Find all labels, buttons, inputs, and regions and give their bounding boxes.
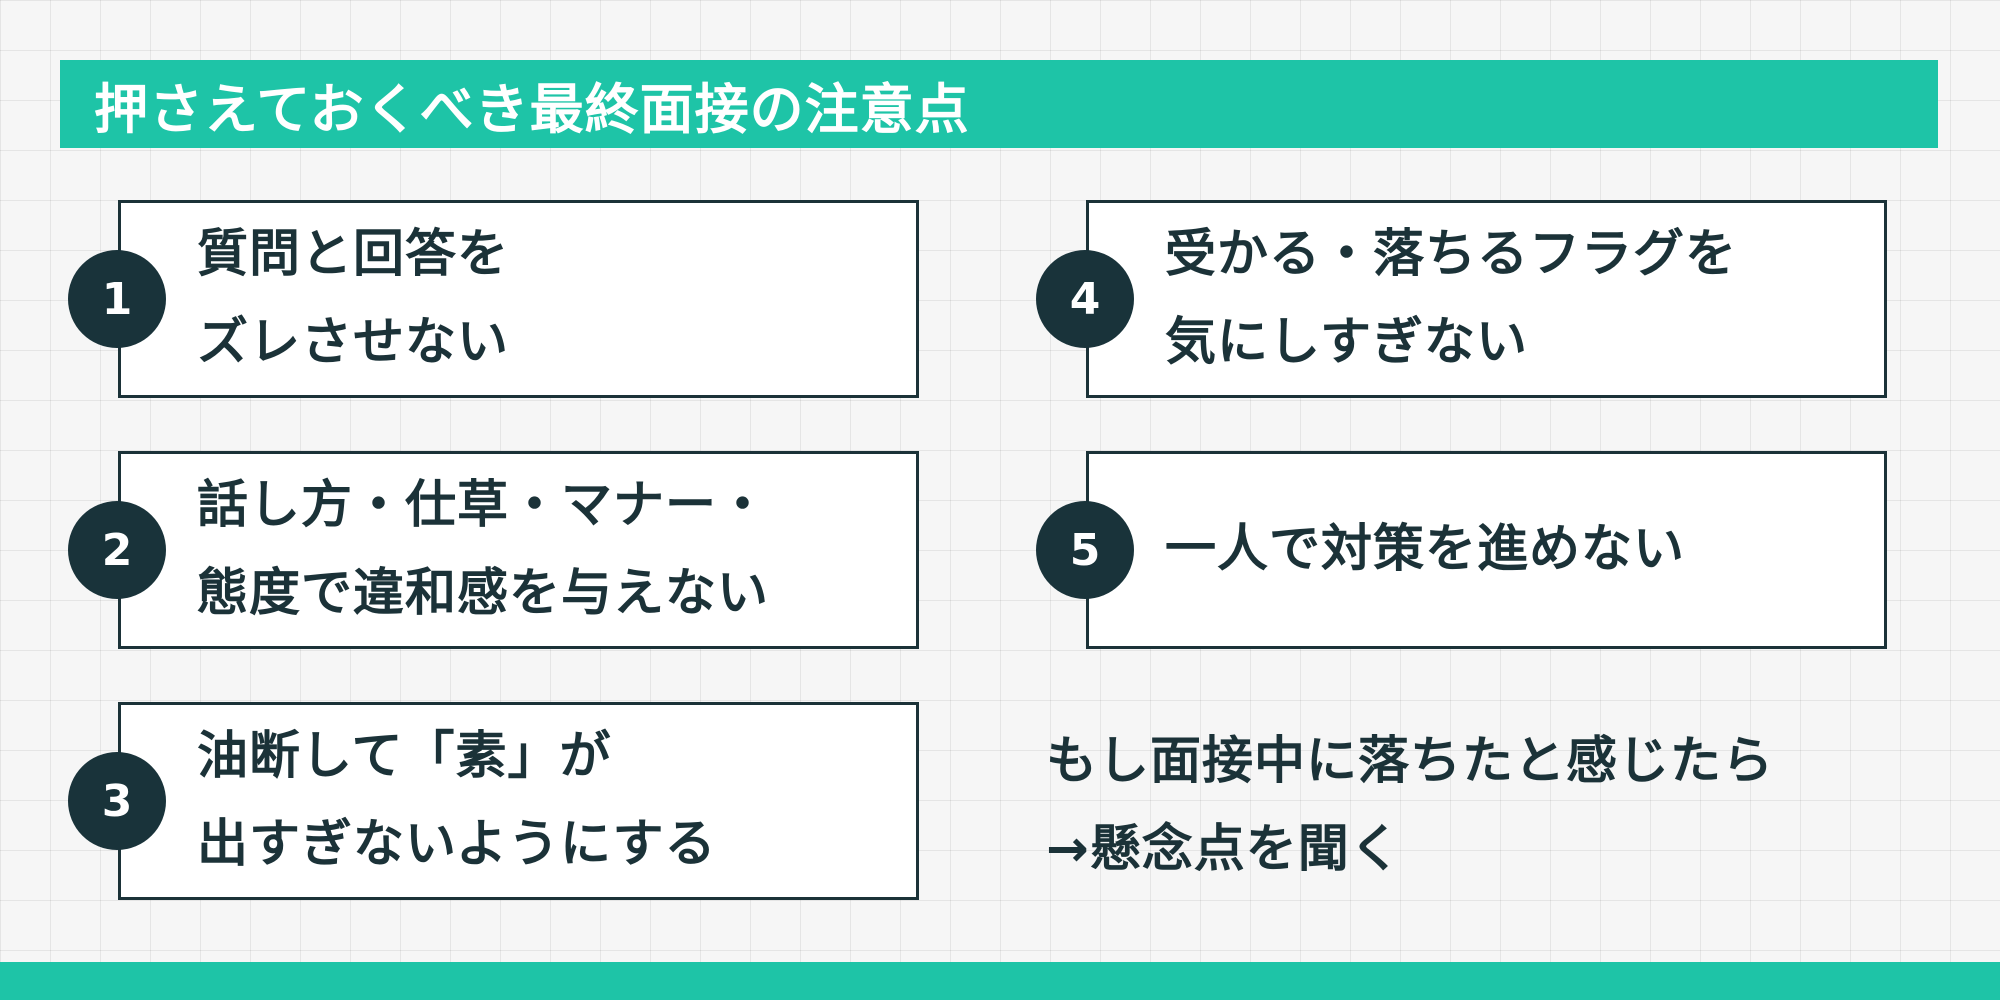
bottom-accent-bar bbox=[0, 962, 2000, 1000]
number-badge: 5 bbox=[1036, 501, 1134, 599]
point-item-1: 質問と回答を ズレさせない 1 bbox=[68, 200, 919, 398]
point-text: 油断して「素」が 出すぎないようにする bbox=[197, 727, 717, 874]
point-text: 話し方・仕草・マナー・ 態度で違和感を与えない bbox=[197, 476, 770, 623]
point-box: 話し方・仕草・マナー・ 態度で違和感を与えない bbox=[118, 451, 919, 649]
point-box: 油断して「素」が 出すぎないようにする bbox=[118, 702, 919, 900]
point-box: 質問と回答を ズレさせない bbox=[118, 200, 919, 398]
point-text: 一人で対策を進めない bbox=[1165, 520, 1686, 579]
point-box: 受かる・落ちるフラグを 気にしすぎない bbox=[1086, 200, 1887, 398]
page-title: 押さえておくべき最終面接の注意点 bbox=[94, 77, 970, 141]
number-badge: 3 bbox=[68, 752, 166, 850]
point-text: 質問と回答を ズレさせない bbox=[197, 225, 510, 372]
title-banner: 押さえておくべき最終面接の注意点 bbox=[60, 60, 1938, 148]
note-text: もし面接中に落ちたと感じたら →懸念点を聞く bbox=[1046, 732, 1775, 879]
point-item-4: 受かる・落ちるフラグを 気にしすぎない 4 bbox=[1036, 200, 1887, 398]
point-box: 一人で対策を進めない bbox=[1086, 451, 1887, 649]
point-item-2: 話し方・仕草・マナー・ 態度で違和感を与えない 2 bbox=[68, 451, 919, 649]
number-badge: 1 bbox=[68, 250, 166, 348]
point-text: 受かる・落ちるフラグを 気にしすぎない bbox=[1165, 225, 1738, 372]
number-badge: 2 bbox=[68, 501, 166, 599]
point-item-5: 一人で対策を進めない 5 bbox=[1036, 451, 1887, 649]
number-badge: 4 bbox=[1036, 250, 1134, 348]
point-item-3: 油断して「素」が 出すぎないようにする 3 bbox=[68, 702, 919, 900]
